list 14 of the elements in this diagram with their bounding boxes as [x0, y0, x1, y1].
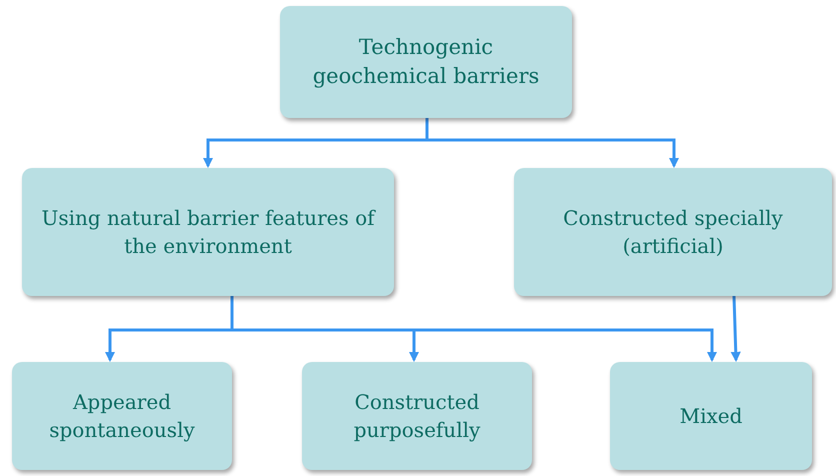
category-box [280, 6, 572, 118]
category-box [610, 362, 812, 470]
category-box [514, 168, 832, 296]
category-label: Constructed specially (artificial) [562, 205, 784, 260]
arrow [730, 296, 741, 362]
category-label: Appeared spontaneously [48, 389, 196, 444]
category-box [302, 362, 532, 470]
category-label: Using natural barrier features of the environment [40, 205, 377, 260]
arrow [426, 118, 680, 168]
category-label: Mixed [680, 403, 742, 430]
category-label: Constructed purposefully [352, 389, 482, 444]
category-label: Technogenic geochemical barriers [312, 34, 540, 90]
category-box [12, 362, 232, 470]
category-box [22, 168, 394, 296]
